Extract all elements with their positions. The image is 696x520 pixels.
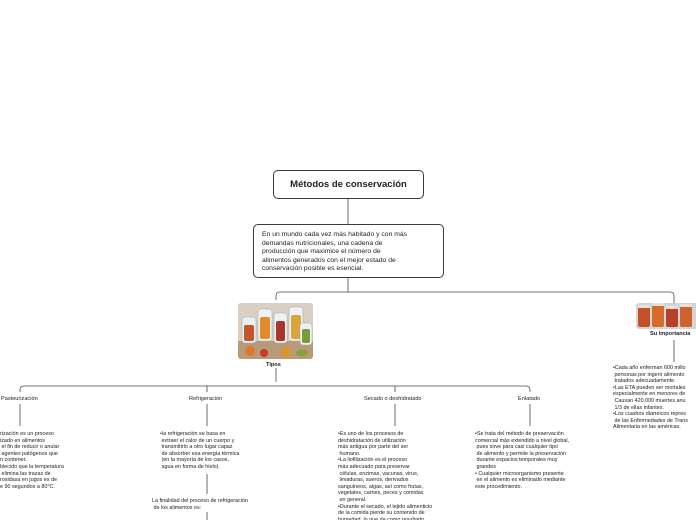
- enlatado-label[interactable]: Enlatado: [518, 396, 541, 402]
- secado-label[interactable]: Secado o deshidratado: [364, 396, 422, 402]
- enlatado-text: •Se trata del método de preservación com…: [475, 431, 570, 490]
- refrigeracion-label[interactable]: Refrigeración: [189, 396, 223, 402]
- refrigeracion-subtext: La finalidad del proceso de refrigeració…: [152, 498, 248, 511]
- pasteurizacion-text: rización es un proceso izado en alimento…: [0, 431, 64, 490]
- preserve-jars-image: [238, 303, 313, 359]
- jars-image: [636, 303, 696, 329]
- secado-text: •Es uno de los procesos de deshidratació…: [338, 431, 433, 520]
- refrigeracion-text: •la refrigeración se basa en extraer el …: [160, 431, 240, 470]
- tipos-label[interactable]: Tipos: [266, 362, 281, 368]
- intro-text: En un mundo cada vez más habitado y con …: [262, 231, 408, 273]
- central-topic-label: Métodos de conservación: [290, 179, 407, 190]
- central-topic[interactable]: Métodos de conservación: [273, 170, 424, 199]
- importancia-text: •Cada año enferman 600 millo personas po…: [613, 365, 688, 431]
- pasteurizacion-label[interactable]: Pasteurización: [1, 396, 38, 402]
- importancia-label[interactable]: Su importancia: [650, 331, 691, 337]
- intro-topic[interactable]: En un mundo cada vez más habitado y con …: [253, 224, 444, 278]
